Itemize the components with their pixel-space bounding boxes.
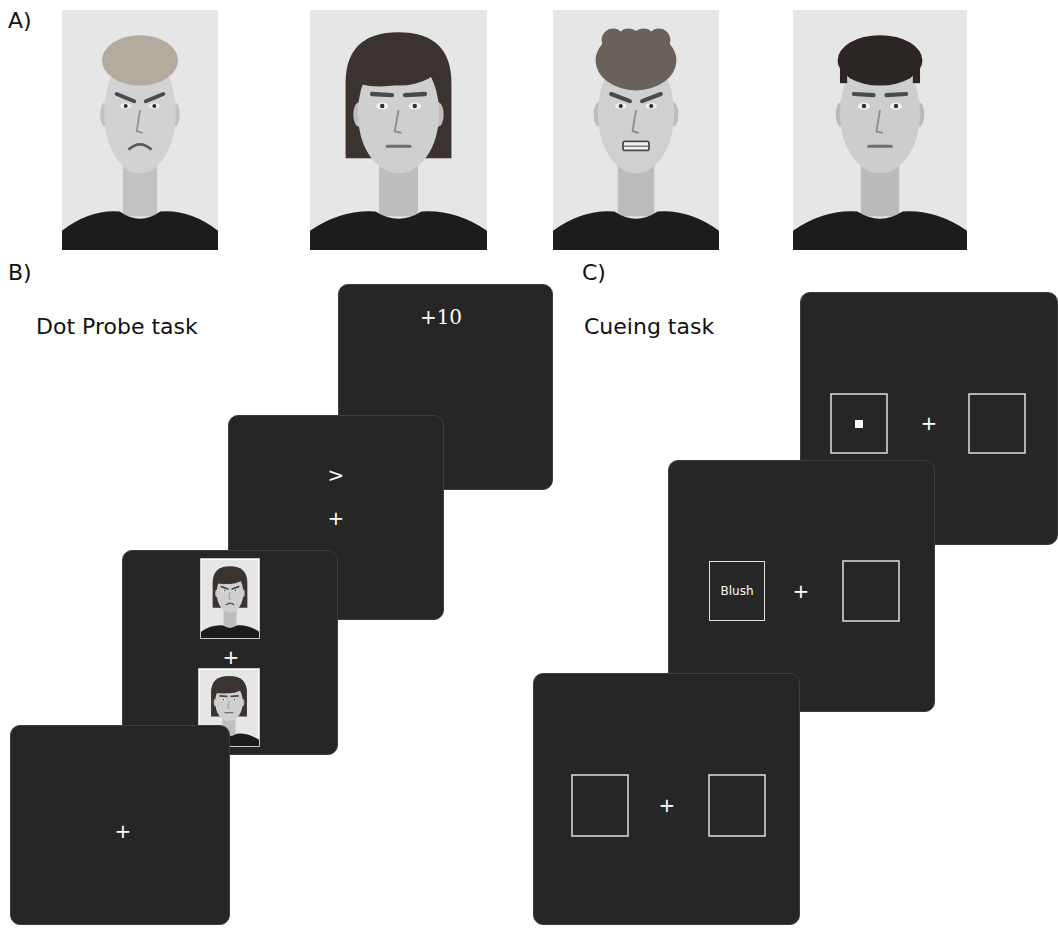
iris xyxy=(223,699,225,701)
eyebrow xyxy=(642,94,661,101)
photo-background xyxy=(310,10,487,250)
hair xyxy=(838,35,923,85)
face-photo xyxy=(62,10,218,250)
eye xyxy=(232,699,236,701)
panel-title: Cueing task xyxy=(584,316,714,338)
screen-symbol: + xyxy=(921,413,938,433)
cue-box xyxy=(831,394,887,453)
mouth xyxy=(225,712,233,713)
hair xyxy=(913,56,920,83)
eye xyxy=(646,103,657,108)
screen-symbol: + xyxy=(223,647,240,667)
iris xyxy=(380,104,384,108)
eye xyxy=(858,102,870,109)
screen-symbol: + xyxy=(328,508,345,528)
screen-symbol: + xyxy=(115,821,132,841)
eyebrow xyxy=(886,94,906,95)
eyebrow xyxy=(221,587,228,589)
cue-box xyxy=(969,394,1025,453)
eyebrow xyxy=(117,94,135,101)
cue-box xyxy=(843,561,899,621)
hair xyxy=(102,35,178,85)
screen-text: Blush xyxy=(720,585,753,597)
hair xyxy=(647,29,670,52)
task-screen: + xyxy=(533,673,800,925)
shirt xyxy=(553,211,719,250)
shirt xyxy=(310,211,487,250)
iris xyxy=(235,590,236,591)
eye xyxy=(890,102,902,109)
photo-background xyxy=(201,559,259,638)
hair-fringe xyxy=(216,571,238,584)
eyebrow xyxy=(611,94,630,101)
hair xyxy=(355,35,441,85)
nose xyxy=(876,110,882,133)
eye xyxy=(149,103,160,108)
nose xyxy=(228,701,230,708)
eye xyxy=(615,103,626,108)
face-photo xyxy=(201,559,259,638)
screen-text: +10 xyxy=(420,307,462,327)
nose xyxy=(137,110,143,133)
mouth xyxy=(226,603,235,605)
nose xyxy=(229,592,231,600)
nose xyxy=(395,110,402,133)
face-photo xyxy=(553,10,719,250)
photo-background xyxy=(793,10,967,250)
iris xyxy=(124,104,128,108)
shirt xyxy=(793,211,967,250)
eye xyxy=(376,102,388,109)
cue-box xyxy=(709,775,765,836)
iris xyxy=(152,104,156,108)
photo-background xyxy=(553,10,719,250)
probe-dot xyxy=(855,420,863,428)
iris xyxy=(234,699,236,701)
screen-symbol: > xyxy=(328,465,345,485)
iris xyxy=(413,104,417,108)
iris xyxy=(224,590,225,591)
face-photo xyxy=(310,10,487,250)
panel-letter: B) xyxy=(8,262,32,284)
task-screen: + xyxy=(10,725,230,925)
hair-fringe xyxy=(356,47,423,86)
iris xyxy=(862,104,866,108)
screen-symbol: + xyxy=(793,581,810,601)
eye xyxy=(120,103,131,108)
eyebrow xyxy=(220,695,227,697)
mouth xyxy=(387,145,410,148)
shirt xyxy=(201,625,259,638)
mouth xyxy=(869,145,891,148)
face-photo xyxy=(793,10,967,250)
hair-fringe xyxy=(215,681,238,694)
eye xyxy=(233,590,237,592)
eye xyxy=(409,102,421,109)
panel-letter: A) xyxy=(8,10,32,32)
iris xyxy=(619,104,623,108)
photo-background xyxy=(62,10,218,250)
hair xyxy=(214,677,243,693)
hair xyxy=(840,56,847,83)
shirt xyxy=(62,211,218,250)
screen-symbol: + xyxy=(659,795,676,815)
cue-box: Blush xyxy=(709,561,765,621)
mouth-teeth xyxy=(623,146,649,147)
mouth xyxy=(129,144,152,149)
eye xyxy=(223,590,227,592)
eyebrow xyxy=(231,695,238,697)
mouth-teeth xyxy=(623,141,649,150)
hair xyxy=(216,567,244,584)
nose xyxy=(633,110,639,133)
iris xyxy=(894,104,898,108)
eyebrow xyxy=(854,94,874,95)
eyebrow xyxy=(372,94,392,95)
cue-box xyxy=(572,775,628,836)
iris xyxy=(649,104,653,108)
eyebrow xyxy=(232,587,239,589)
eyebrow xyxy=(405,94,425,95)
eyebrow xyxy=(146,94,164,101)
eye xyxy=(221,699,225,701)
panel-title: Dot Probe task xyxy=(36,316,198,338)
panel-letter: C) xyxy=(582,262,606,284)
